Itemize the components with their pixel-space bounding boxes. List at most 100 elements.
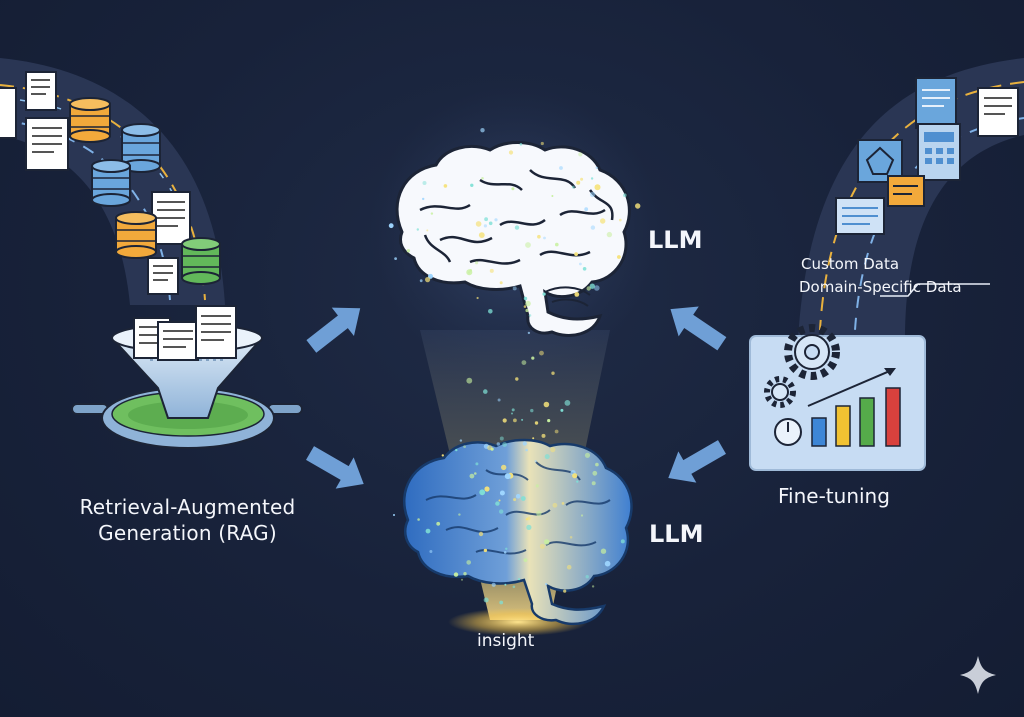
network-dot <box>539 350 544 356</box>
network-dot <box>574 252 578 256</box>
network-dot <box>528 314 532 317</box>
network-dot <box>572 473 578 479</box>
domain-data-label: Domain-Specific Data <box>799 278 962 296</box>
network-dot <box>560 408 564 412</box>
network-dot <box>513 498 517 502</box>
fine-tuning-label: Fine-tuning <box>778 484 890 508</box>
network-dot <box>561 502 565 505</box>
network-dot <box>566 564 572 570</box>
document-icon <box>915 77 957 129</box>
network-dot <box>594 184 601 191</box>
network-dot <box>393 514 395 516</box>
network-dot <box>544 454 550 460</box>
network-dot <box>555 242 559 247</box>
network-dot <box>540 141 544 146</box>
network-dot <box>579 262 582 266</box>
network-dot <box>511 408 515 412</box>
network-dot <box>550 447 556 453</box>
network-dot <box>481 177 484 180</box>
network-dot <box>474 472 477 475</box>
rag-label-line2: Generation (RAG) <box>98 521 277 545</box>
network-dot <box>534 421 539 425</box>
network-dot <box>525 300 531 307</box>
network-dot <box>563 589 567 593</box>
network-dot <box>503 551 507 554</box>
network-dot <box>501 464 507 471</box>
network-dot <box>537 234 541 239</box>
network-dot <box>551 371 555 375</box>
network-dot <box>487 445 493 451</box>
rag-label-line1: Retrieval-Augmented <box>79 495 296 519</box>
network-dot <box>535 484 539 488</box>
network-dot <box>512 585 516 589</box>
network-dot <box>508 150 514 155</box>
document-icon <box>151 191 191 245</box>
network-dot <box>525 448 528 452</box>
network-dot <box>466 560 472 565</box>
network-dot <box>430 212 434 215</box>
network-dot <box>513 418 517 423</box>
document-icon <box>977 87 1019 137</box>
network-dot <box>584 207 589 212</box>
network-dot <box>515 494 521 499</box>
network-dot <box>502 418 507 423</box>
network-dot <box>515 377 519 381</box>
network-dot <box>484 486 490 492</box>
network-dot <box>542 292 546 296</box>
network-dot <box>484 217 488 222</box>
bar-chart-icon <box>807 368 901 447</box>
network-dot <box>600 218 606 224</box>
network-dot <box>483 224 487 228</box>
network-dot <box>543 236 546 240</box>
network-dot <box>511 412 513 415</box>
network-dot <box>534 460 537 463</box>
network-dot <box>483 548 488 553</box>
network-dot <box>564 400 571 406</box>
document-icon <box>147 257 179 295</box>
rag-label: Retrieval-Augmented Generation (RAG) <box>60 494 315 546</box>
network-dot <box>592 470 598 476</box>
network-dot <box>499 490 505 496</box>
network-dot <box>532 437 535 440</box>
network-dot <box>541 433 546 438</box>
network-dot <box>470 183 474 187</box>
network-dot <box>453 572 459 577</box>
network-dot <box>475 462 479 466</box>
network-dot <box>406 249 411 253</box>
network-dot <box>496 442 500 446</box>
network-dot <box>590 177 594 180</box>
network-dot <box>530 408 534 413</box>
arrow-icon <box>670 306 727 351</box>
network-dot <box>502 442 507 447</box>
network-dot <box>526 524 532 531</box>
network-dot <box>514 225 520 230</box>
network-dot <box>429 550 433 553</box>
llm-top-label: LLM <box>648 226 703 254</box>
network-dot <box>545 582 548 586</box>
insight-label: insight <box>477 631 535 651</box>
database-icon <box>121 123 161 173</box>
network-dot <box>466 377 473 384</box>
network-dot <box>494 218 498 222</box>
network-dot <box>589 283 595 289</box>
network-dot <box>478 232 485 239</box>
brain-icon <box>395 141 631 337</box>
network-dot <box>489 268 494 273</box>
network-dot <box>590 225 596 230</box>
network-dot <box>525 308 529 313</box>
brain-icon <box>403 438 633 626</box>
llm-bottom-label: LLM <box>649 520 704 548</box>
network-dot <box>499 600 504 605</box>
network-dot <box>497 398 501 402</box>
network-dot <box>585 575 589 579</box>
network-dot <box>525 242 531 248</box>
database-icon <box>115 211 157 259</box>
database-icon <box>69 97 111 143</box>
network-dot <box>478 531 484 537</box>
network-dot <box>594 285 600 291</box>
database-icon <box>181 237 221 285</box>
network-dot <box>576 180 581 185</box>
network-dot <box>476 296 479 300</box>
network-dot <box>512 286 517 291</box>
